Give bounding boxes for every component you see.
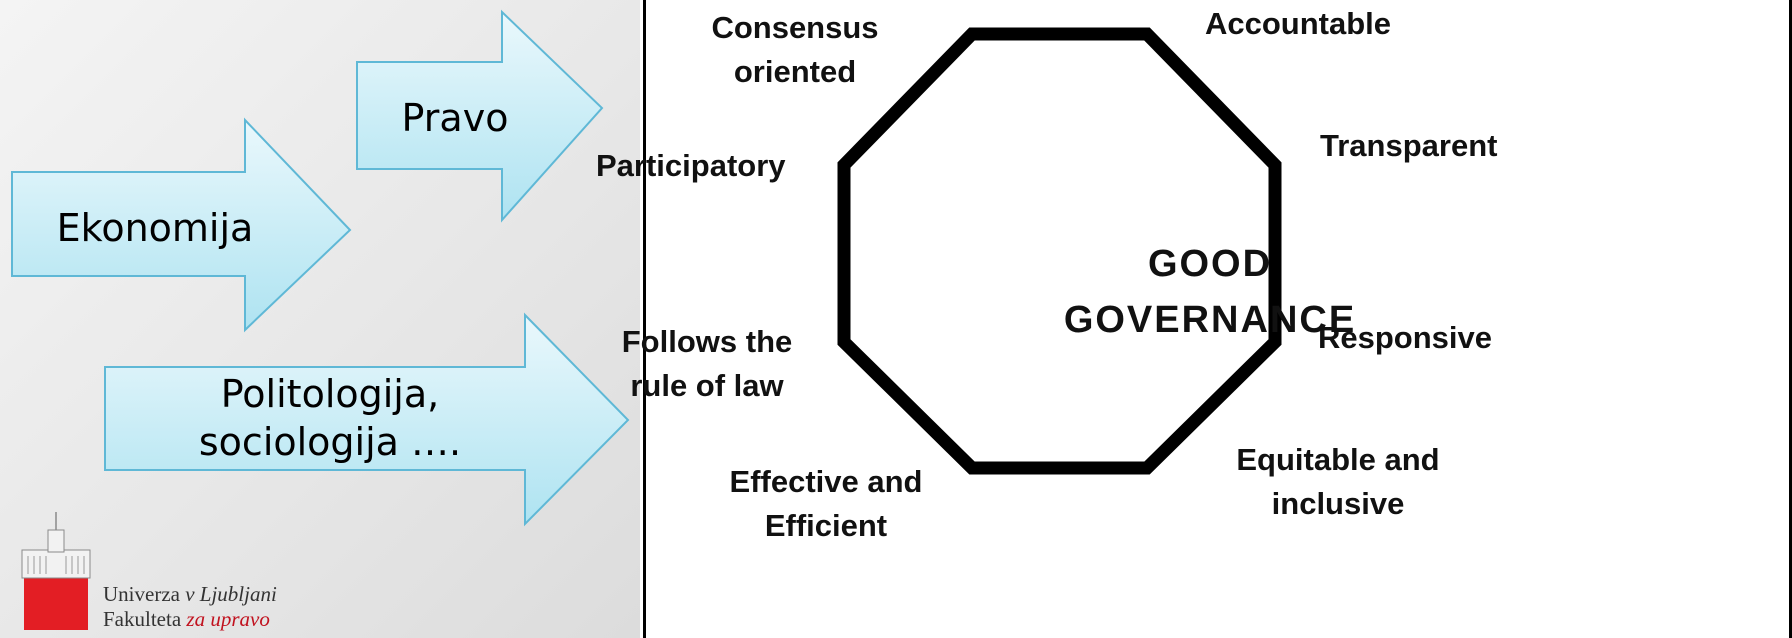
university-logo: Univerza v Ljubljani Fakulteta za upravo <box>18 510 348 631</box>
label-responsive: Responsive <box>1318 320 1493 355</box>
center-line1: GOOD <box>1147 243 1273 285</box>
label-equitable: Equitable and inclusive <box>1236 442 1440 521</box>
politologija-label-line2: sociologija …. <box>198 420 462 464</box>
label-rule-of-law: Follows the rule of law <box>621 324 793 403</box>
label-consensus: Consensus oriented <box>711 10 879 89</box>
label-transparent: Transparent <box>1320 128 1498 163</box>
left-panel: Pravo Ekonomija Politologija, sociologij… <box>0 0 640 638</box>
label-effective: Effective and Efficient <box>729 464 923 543</box>
politologija-label-line1: Politologija, <box>220 372 440 416</box>
good-governance-title: GOOD GOVERNANCE <box>1010 236 1410 348</box>
university-name: Univerza v Ljubljani <box>103 582 277 606</box>
politologija-arrow <box>104 312 630 527</box>
ekonomija-label: Ekonomija <box>56 206 254 250</box>
arrows-graphic <box>11 9 630 527</box>
pravo-label: Pravo <box>401 96 509 140</box>
ekonomija-arrow <box>11 117 352 333</box>
faculty-name: Fakulteta za upravo <box>103 607 270 631</box>
pravo-arrow <box>356 9 604 223</box>
label-participatory: Participatory <box>596 148 786 183</box>
label-accountable: Accountable <box>1205 6 1392 41</box>
governance-octagon <box>837 27 1282 475</box>
university-building-icon <box>21 512 91 630</box>
center-line2: GOVERNANCE <box>1063 299 1357 341</box>
